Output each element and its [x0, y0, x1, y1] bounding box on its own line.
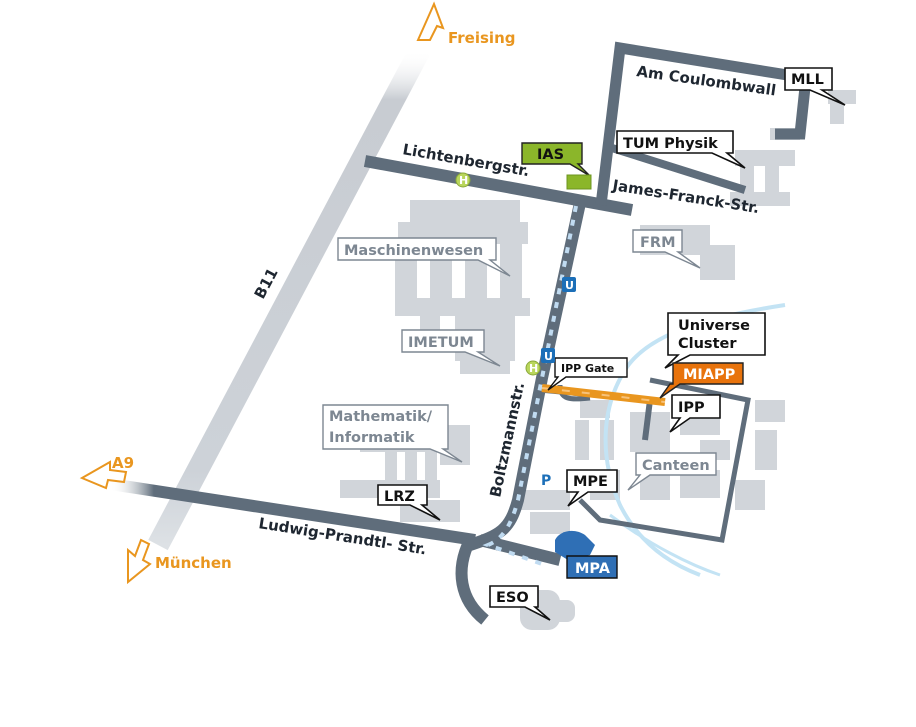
arrow-a9-icon — [79, 460, 128, 490]
svg-text:Informatik: Informatik — [329, 430, 415, 446]
direction-freising-label: Freising — [448, 29, 516, 47]
callout-mpe[interactable]: MPE — [566, 469, 618, 507]
callout-canteen[interactable]: Canteen — [627, 452, 717, 491]
svg-text:LRZ: LRZ — [384, 489, 415, 505]
callout-maschinenwesen[interactable]: Maschinenwesen — [337, 237, 511, 277]
svg-text:U: U — [544, 350, 553, 363]
direction-arrows — [79, 1, 445, 585]
callout-imetum[interactable]: IMETUM — [401, 329, 501, 367]
arrow-freising-icon — [416, 1, 445, 41]
svg-text:IPP Gate: IPP Gate — [561, 362, 614, 375]
callout-miapp[interactable]: MIAPP — [659, 362, 744, 399]
svg-text:H: H — [459, 174, 468, 187]
svg-text:Canteen: Canteen — [642, 458, 710, 474]
callout-ias[interactable]: IAS — [521, 142, 592, 190]
svg-text:MLL: MLL — [791, 72, 824, 88]
callout-universe-cluster[interactable]: Universe Cluster — [664, 312, 766, 369]
svg-text:MIAPP: MIAPP — [683, 367, 736, 383]
direction-muenchen-label: München — [155, 554, 232, 572]
svg-text:P: P — [541, 473, 551, 489]
svg-text:H: H — [529, 362, 538, 375]
walking-route — [482, 205, 666, 567]
callout-lrz[interactable]: LRZ — [377, 484, 441, 521]
callout-frm[interactable]: FRM — [632, 229, 701, 269]
svg-text:U: U — [565, 279, 574, 292]
svg-text:IPP: IPP — [678, 400, 705, 416]
ubahn-marker-north[interactable]: U — [562, 277, 576, 292]
svg-text:ESO: ESO — [496, 590, 529, 606]
callout-tum-physik[interactable]: TUM Physik — [616, 130, 746, 169]
parking-marker[interactable]: P — [541, 473, 551, 489]
svg-text:Maschinenwesen: Maschinenwesen — [344, 243, 483, 259]
svg-text:FRM: FRM — [640, 235, 676, 251]
bus-stop-marker-boltzmannstr[interactable]: H — [525, 360, 541, 376]
svg-text:Cluster: Cluster — [678, 336, 737, 352]
callout-ipp[interactable]: IPP — [669, 394, 721, 433]
callout-mpa[interactable]: MPA — [555, 530, 618, 579]
svg-text:Mathematik/: Mathematik/ — [329, 409, 433, 425]
svg-text:TUM Physik: TUM Physik — [623, 136, 718, 152]
callout-ipp-gate[interactable]: IPP Gate — [547, 357, 628, 391]
road-james-franck-str-label: James-Franck-Str. — [610, 176, 760, 217]
callout-mll[interactable]: MLL — [784, 67, 846, 106]
svg-text:MPA: MPA — [575, 561, 611, 577]
svg-text:MPE: MPE — [573, 474, 608, 490]
callout-mathematik-informatik[interactable]: Mathematik/ Informatik — [322, 404, 463, 463]
callout-eso[interactable]: ESO — [489, 585, 551, 621]
ubahn-marker-south[interactable]: U — [541, 348, 555, 363]
road-b11-label: B11 — [251, 265, 282, 302]
direction-a9-label: A9 — [112, 454, 134, 472]
svg-text:IMETUM: IMETUM — [408, 335, 474, 351]
arrow-muenchen-icon — [127, 538, 152, 585]
bus-stop-marker-lichtenbergstr[interactable]: H — [455, 172, 471, 188]
svg-text:IAS: IAS — [537, 147, 564, 163]
svg-text:Universe: Universe — [678, 318, 750, 334]
